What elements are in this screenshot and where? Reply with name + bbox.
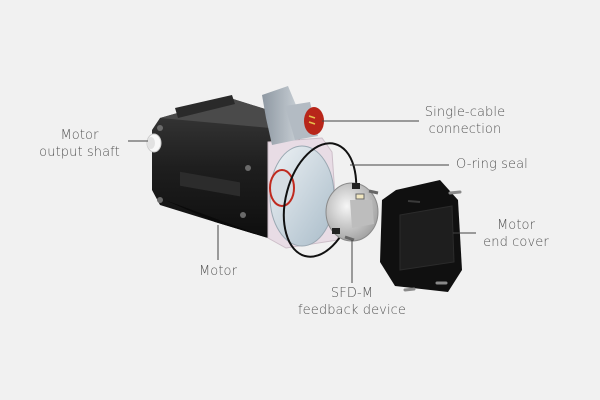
label-motor: Motor xyxy=(193,263,243,280)
label-motor-end-cover: Motor end cover xyxy=(481,217,551,251)
label-line: connection xyxy=(428,122,502,137)
label-sfd-m-feedback-device: SFD-M feedback device xyxy=(296,285,408,319)
motor-body xyxy=(152,95,300,238)
label-single-cable-connection: Single-cable connection xyxy=(420,104,510,138)
label-motor-output-shaft: Motor output shaft xyxy=(32,127,127,161)
label-o-ring-seal: O-ring seal xyxy=(456,156,528,173)
sfd-m-feedback-device xyxy=(325,182,379,242)
end-cover-screws xyxy=(403,190,462,292)
label-line: O-ring seal xyxy=(456,157,528,172)
leader-lines xyxy=(128,120,476,283)
label-line: Motor xyxy=(496,218,536,233)
label-line: Motor xyxy=(198,264,238,279)
label-line: end cover xyxy=(483,235,549,250)
label-line: output shaft xyxy=(39,145,120,160)
single-cable-connector xyxy=(262,86,324,145)
label-line: Motor xyxy=(60,128,99,143)
label-line: SFD-M xyxy=(330,286,374,301)
motor-flange xyxy=(267,137,339,249)
label-line: feedback device xyxy=(297,303,407,318)
label-line: Single-cable xyxy=(424,105,506,120)
motor-output-shaft xyxy=(146,133,162,153)
motor-end-cover xyxy=(380,180,462,292)
